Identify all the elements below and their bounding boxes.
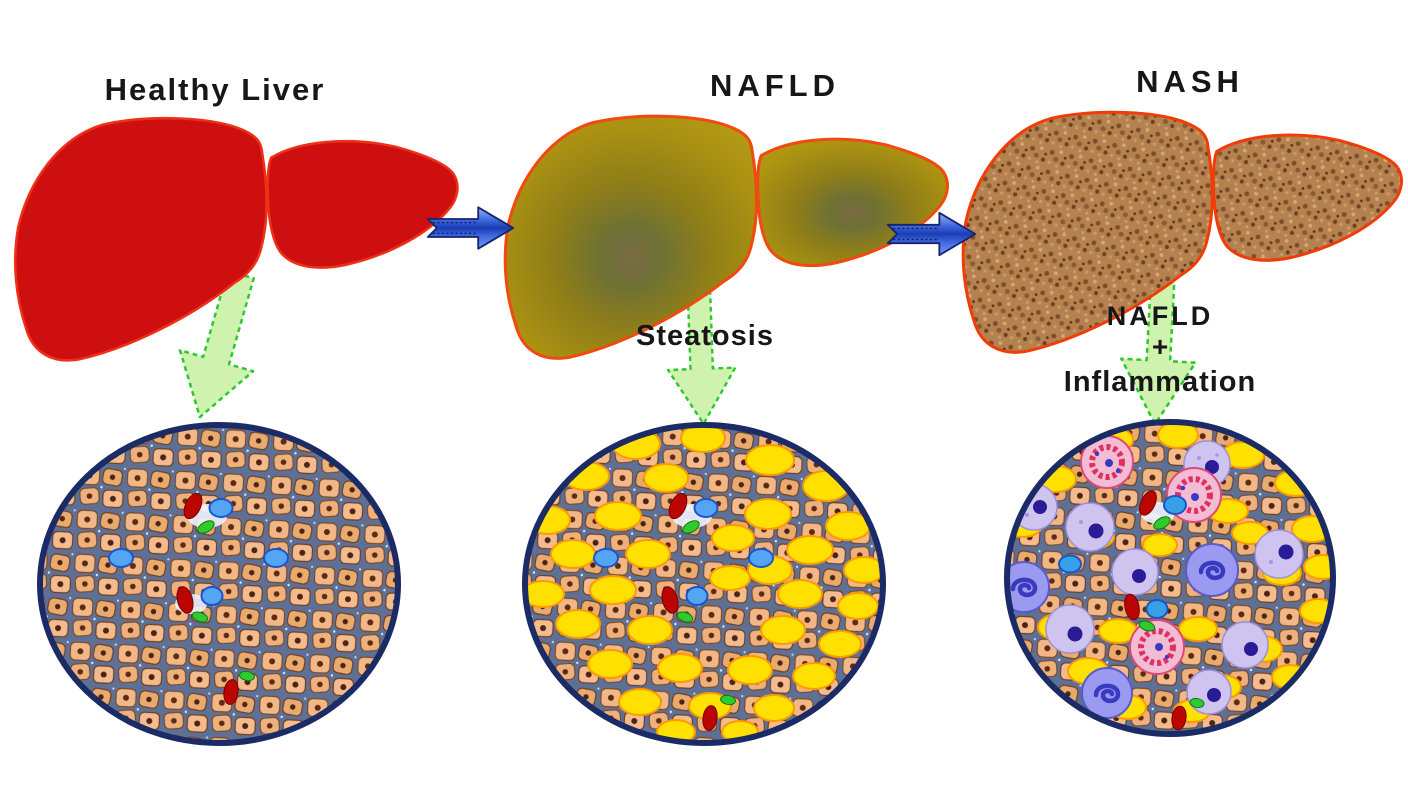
green-cell [720, 694, 736, 706]
blue-cell [748, 548, 774, 568]
blue-cell [685, 586, 709, 606]
histology-circle-healthy [37, 422, 401, 746]
green-cell [191, 611, 209, 623]
red-cell [702, 705, 718, 731]
green-cell [197, 520, 215, 534]
nafld-liver-left-lobe [503, 114, 759, 360]
label-nash-inflammation: Inflammation [1063, 366, 1257, 398]
green-cell [1138, 620, 1156, 632]
green-cell [1189, 697, 1205, 709]
circle-border [522, 422, 886, 746]
zoom-arrow-nash [1120, 270, 1197, 426]
nash-liver-right-lobe [1211, 133, 1403, 262]
inflamed-cells [1080, 435, 1222, 675]
circle-border [37, 422, 401, 746]
green-cell [1153, 516, 1171, 530]
neutrophils [1007, 543, 1239, 719]
histology-circle-steatosis [522, 422, 886, 746]
red-cell [1124, 593, 1140, 621]
stage-title-healthy-liver: Healthy Liver [104, 72, 326, 107]
healthy-liver-right-lobe [266, 139, 459, 269]
blue-cell [1058, 554, 1082, 574]
green-cell [676, 611, 694, 623]
label-steatosis: Steatosis [636, 320, 774, 352]
red-cell [223, 679, 239, 705]
blue-cell [263, 548, 289, 568]
blue-cell [208, 498, 234, 518]
nash-liver-illustration [961, 110, 1403, 354]
zoom-arrow-healthy [178, 269, 255, 419]
blue-cell [1163, 495, 1187, 515]
blue-cell [693, 498, 719, 518]
red-cell [176, 586, 194, 614]
blue-cell [200, 586, 224, 606]
stage-title-nash: NASH [1136, 64, 1244, 99]
blue-cell [1145, 599, 1169, 619]
green-cell [682, 520, 700, 534]
progression-arrow-nafld-to-nash [886, 211, 977, 257]
green-cell [239, 670, 255, 682]
label-nash-plus: + [1151, 331, 1169, 362]
red-cell [183, 492, 203, 520]
red-cell [1139, 490, 1157, 516]
circle-border [1004, 419, 1336, 737]
blue-cell [593, 548, 619, 568]
fat-droplets [525, 425, 883, 743]
zoom-arrow-nafld [666, 277, 737, 426]
label-nash-nafld: NAFLD [1106, 301, 1214, 331]
red-cell [661, 586, 679, 614]
healthy-liver-illustration [14, 117, 459, 362]
healthy-liver-left-lobe [14, 117, 268, 362]
red-cell [668, 492, 688, 520]
stage-title-nafld: NAFLD [709, 68, 841, 103]
progression-arrow-healthy-to-nafld [426, 206, 515, 250]
red-cell [1171, 705, 1187, 731]
histology-circle-nash [1004, 419, 1336, 737]
blue-cell [108, 548, 134, 568]
